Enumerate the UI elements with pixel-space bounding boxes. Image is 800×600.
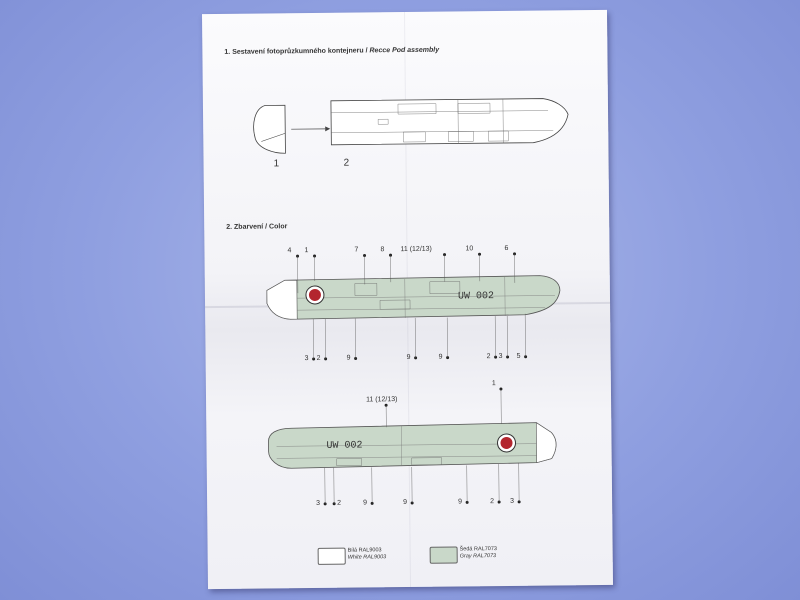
callout-label: 9 [438,353,443,361]
pod-color-view-top [266,275,561,320]
legend-swatch-white [317,547,346,565]
legend-swatch-gray [429,546,458,564]
callout-label: 4 [287,247,292,255]
callout-label: 2 [490,498,495,506]
callout-label: 3 [304,355,309,363]
callout-label: 5 [516,352,521,360]
callout-label: 9 [403,499,408,507]
callout-label: 3 [498,353,503,361]
callout-label: 3 [510,497,515,505]
part-number-2: 2 [343,157,350,169]
callout-label: 2 [486,353,491,361]
callout-label: 9 [346,354,351,362]
callout-label: 3 [316,499,321,507]
serial-marking: UW 002 [326,440,363,452]
callout-label: 1 [491,380,496,388]
color-heading: 2. Zbarvení / Color [226,223,288,231]
callout-label: 8 [380,246,385,254]
callout-label: 11 (12/13) [366,396,398,404]
leader-lines [297,253,526,504]
nose-cone-part [253,104,286,154]
pod-color-view-bottom [268,422,557,469]
callout-label: 2 [316,354,321,362]
callout-label: 6 [504,244,509,252]
callout-label: 11 (12/13) [400,245,432,254]
callout-label: 1 [304,247,309,255]
callout-label: 7 [354,246,359,254]
callout-label: 9 [406,353,411,362]
callout-label: 2 [337,499,342,507]
callout-label: 9 [458,498,463,506]
assembly-drawing [253,98,569,506]
pod-body-part [330,98,569,146]
callout-label: 10 [465,245,474,253]
instruction-sheet: 1. Sestavení fotoprůzkumného kontejneru … [202,9,613,590]
part-number-1: 1 [273,158,280,170]
callout-label: 9 [363,499,368,507]
serial-marking: UW 002 [457,291,495,303]
